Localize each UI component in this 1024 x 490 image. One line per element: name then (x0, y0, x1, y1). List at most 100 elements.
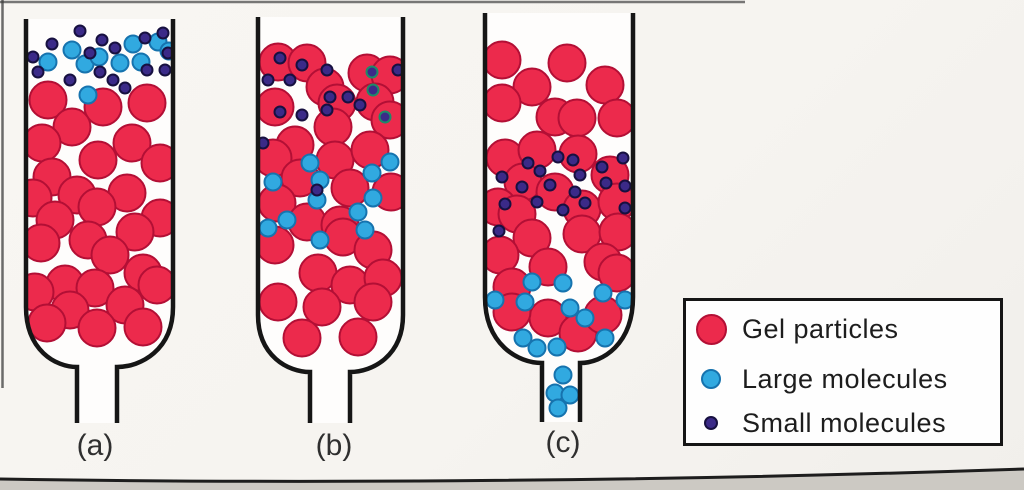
gel-particle (123, 307, 163, 347)
large-molecule (38, 52, 58, 72)
small-molecule (495, 170, 509, 184)
large-molecule (548, 398, 568, 418)
small-molecule (353, 98, 367, 112)
gel-particle (127, 83, 167, 123)
column-c-contents (485, 40, 633, 418)
gel-particle (77, 187, 117, 227)
large-molecule (380, 152, 400, 172)
gel-particle (485, 83, 522, 123)
large-molecule (575, 308, 595, 328)
small-molecule (365, 65, 379, 79)
column-c-left-wall (482, 13, 545, 422)
column-b: (b) (255, 17, 406, 462)
gel-particle (558, 134, 598, 174)
column-c-label: (c) (546, 426, 581, 459)
small-molecule (108, 41, 122, 55)
page-bottom-edge-line (0, 467, 1024, 483)
gel-particle (547, 43, 587, 83)
gel-particle (597, 98, 633, 138)
large-molecule (515, 292, 535, 312)
large-molecule (522, 272, 542, 292)
legend-box: Gel particles Large molecules Small mole… (683, 298, 1003, 446)
column-c: (c) (482, 13, 636, 459)
small-molecule (366, 83, 380, 97)
gel-particle (52, 107, 92, 147)
large-molecule (123, 34, 143, 54)
small-molecule (599, 176, 613, 190)
gel-particle (282, 318, 322, 358)
gel-particle (258, 87, 295, 127)
small-molecule (118, 81, 132, 95)
column-b-label: (b) (316, 429, 353, 462)
small-molecule (106, 73, 120, 87)
small-molecule (551, 150, 565, 164)
large-molecule (348, 202, 368, 222)
gel-particle (302, 287, 342, 327)
large-molecule (263, 172, 283, 192)
small-molecule (283, 73, 297, 87)
large-molecule (310, 230, 330, 250)
small-molecule (73, 24, 87, 38)
small-molecule (295, 108, 309, 122)
small-molecule (568, 185, 582, 199)
large-molecule (485, 290, 505, 310)
gel-particle-icon (695, 313, 727, 345)
page-bottom-strip (0, 469, 1024, 490)
small-molecule (578, 196, 592, 210)
gel-particle (77, 308, 117, 348)
large-molecule (615, 290, 633, 310)
small-molecule (261, 73, 275, 87)
large-molecule (258, 218, 278, 238)
large-molecule (560, 298, 580, 318)
gel-particle (115, 212, 155, 252)
gel-particle (338, 317, 378, 357)
large-molecule (547, 337, 567, 357)
gel-particle (26, 223, 61, 263)
gel-particle (75, 268, 115, 308)
small-molecule (320, 103, 334, 117)
large-molecule (553, 365, 573, 385)
gel-particle (597, 253, 633, 293)
gel-particle (585, 65, 625, 105)
gel-swatch-cell (689, 313, 733, 345)
gel-particle (27, 303, 67, 343)
small-molecule (573, 168, 587, 182)
small-molecule (618, 179, 632, 193)
large-molecule (595, 328, 615, 348)
small-molecule (140, 63, 154, 77)
gel-particle (90, 235, 130, 275)
column-a-right-wall (114, 19, 176, 423)
gel-particle (313, 107, 353, 147)
large-swatch-cell (689, 369, 733, 389)
gel-particle (140, 143, 173, 183)
small-molecule (31, 65, 45, 79)
small-molecule (26, 50, 40, 64)
small-molecule (138, 31, 152, 45)
column-c-right-wall (577, 13, 636, 422)
small-molecule (83, 46, 97, 60)
small-molecule (533, 164, 547, 178)
small-molecule (63, 73, 77, 87)
small-molecule (618, 201, 632, 215)
small-molecule (543, 178, 557, 192)
legend-label-small: Small molecules (742, 407, 947, 438)
gel-particle (137, 265, 173, 305)
small-molecule (45, 37, 59, 51)
large-molecule (62, 40, 82, 60)
small-molecule (310, 183, 324, 197)
small-molecule (378, 110, 392, 124)
small-molecule (492, 224, 506, 238)
column-b-contents (258, 42, 403, 358)
small-molecule (93, 65, 107, 79)
small-molecule (295, 58, 309, 72)
large-molecule-icon (701, 369, 721, 389)
gel-particle (78, 140, 118, 180)
large-molecule (277, 210, 297, 230)
gel-particle (26, 123, 62, 163)
large-molecule (78, 85, 98, 105)
gel-particle (353, 282, 393, 322)
legend-row-small: Small molecules (689, 406, 946, 440)
large-molecule (513, 328, 533, 348)
small-molecule (95, 33, 109, 47)
gel-particle (557, 98, 597, 138)
